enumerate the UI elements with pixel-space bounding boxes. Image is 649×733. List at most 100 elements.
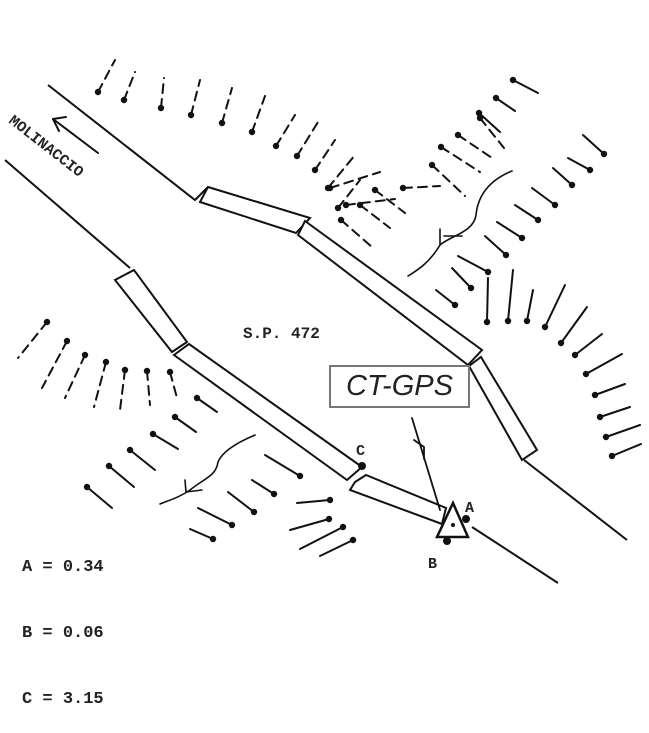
- hachure-dot: [193, 394, 201, 402]
- hachure-stroke: [251, 95, 266, 133]
- hachure-stroke: [451, 267, 472, 289]
- hachure-stroke: [152, 433, 179, 450]
- hachure-stroke: [514, 204, 539, 221]
- point-b-label: B: [428, 556, 437, 573]
- hachure-dot: [270, 490, 278, 498]
- hachure-dot: [541, 323, 549, 331]
- triangle-survey-marker-icon: [435, 499, 470, 539]
- legend-row-a: A = 0.34: [22, 557, 104, 579]
- hachure-dot: [475, 109, 483, 117]
- hachure-dot: [334, 204, 342, 212]
- guard-rail-2: [296, 219, 484, 367]
- hachure-dot: [126, 446, 134, 454]
- hachure-dot: [492, 94, 500, 102]
- hachure-dot: [105, 462, 113, 470]
- hachure-dot: [399, 184, 407, 192]
- hachure-stroke: [146, 370, 151, 406]
- hachure-dot: [596, 413, 604, 421]
- hachure-stroke: [484, 235, 507, 256]
- legend-value: 0.06: [62, 624, 104, 643]
- hachure-dot: [437, 143, 445, 151]
- hachure-stroke: [119, 369, 126, 411]
- guard-rail-6: [348, 473, 448, 526]
- hachure-dot: [608, 452, 616, 460]
- hachure-dot: [81, 351, 89, 359]
- hachure-stroke: [299, 526, 344, 550]
- hachure-stroke: [374, 189, 406, 214]
- hachure-dot: [582, 370, 590, 378]
- road-edges: [4, 84, 628, 584]
- hachure-dot: [484, 268, 492, 276]
- hachure-stroke: [296, 121, 319, 157]
- hachure-stroke: [496, 221, 523, 239]
- hachure-stroke: [507, 269, 514, 322]
- hachure-stroke: [41, 340, 68, 389]
- hachure-dot: [451, 301, 459, 309]
- hachure-dot: [296, 472, 304, 480]
- hachure-dot: [509, 76, 517, 84]
- hachure-dot: [591, 391, 599, 399]
- road-edge-north: [47, 84, 209, 202]
- hachure-dot: [337, 216, 345, 224]
- hachure-dot: [166, 368, 174, 376]
- hachure-dot: [504, 317, 512, 325]
- hachure-dot: [228, 521, 236, 529]
- legend-value: 3.15: [62, 690, 104, 709]
- hachure-dot: [326, 496, 334, 504]
- hachure-stroke: [611, 443, 642, 457]
- hachure-stroke: [93, 361, 107, 408]
- legend-sep: =: [42, 690, 53, 709]
- hachure-dot: [586, 166, 594, 174]
- hachure-dot: [250, 508, 258, 516]
- hachure-stroke: [585, 353, 623, 375]
- hachure-stroke: [227, 491, 255, 513]
- values-legend: A = 0.34 B = 0.06 C = 3.15: [22, 513, 104, 733]
- hachure-stroke: [431, 164, 466, 197]
- hachure-stroke: [478, 112, 501, 133]
- hachure-dot: [557, 339, 565, 347]
- hachure-stroke: [221, 87, 233, 124]
- hachure-stroke: [594, 383, 626, 396]
- hachure-stroke: [169, 371, 178, 399]
- hachure-dot: [83, 483, 91, 491]
- hachure-dot: [523, 317, 531, 325]
- road-edge-southeast: [471, 526, 559, 584]
- slope-hachures: [17, 59, 642, 557]
- point-c-marker: [358, 462, 366, 470]
- hachure-stroke: [440, 146, 481, 173]
- hachure-dot: [483, 318, 491, 326]
- hachure-dot: [187, 111, 195, 119]
- hachure-stroke: [337, 179, 361, 209]
- legend-sep: =: [42, 624, 53, 643]
- legend-key: A: [22, 558, 33, 577]
- hachure-stroke: [605, 424, 641, 438]
- hachure-stroke: [340, 219, 373, 248]
- legend-sep: =: [42, 558, 53, 577]
- hachure-stroke: [319, 539, 354, 557]
- hachure-dot: [218, 119, 226, 127]
- hachure-dot: [293, 152, 301, 160]
- hachure-stroke: [190, 79, 201, 116]
- hachure-stroke: [197, 507, 233, 526]
- guard-rail-segments: [113, 185, 539, 526]
- legend-row-b: B = 0.06: [22, 623, 104, 645]
- hachure-dot: [602, 433, 610, 441]
- hachure-stroke: [526, 289, 534, 322]
- hachure-stroke: [296, 499, 331, 504]
- legend-key: B: [22, 624, 33, 643]
- hachure-dot: [326, 184, 334, 192]
- hachure-dot: [454, 131, 462, 139]
- hachure-stroke: [108, 465, 135, 488]
- hachure-stroke: [560, 306, 588, 344]
- hachure-stroke: [289, 518, 330, 531]
- legend-row-c: C = 3.15: [22, 689, 104, 711]
- point-a-label: A: [465, 500, 474, 517]
- point-a: A: [462, 500, 474, 523]
- hachure-dot: [209, 535, 217, 543]
- hachure-stroke: [86, 486, 113, 509]
- hachure-dot: [102, 358, 110, 366]
- hachure-stroke: [123, 71, 136, 101]
- hachure-stroke: [582, 134, 605, 155]
- hachure-stroke: [479, 117, 505, 149]
- hachure-dot: [311, 166, 319, 174]
